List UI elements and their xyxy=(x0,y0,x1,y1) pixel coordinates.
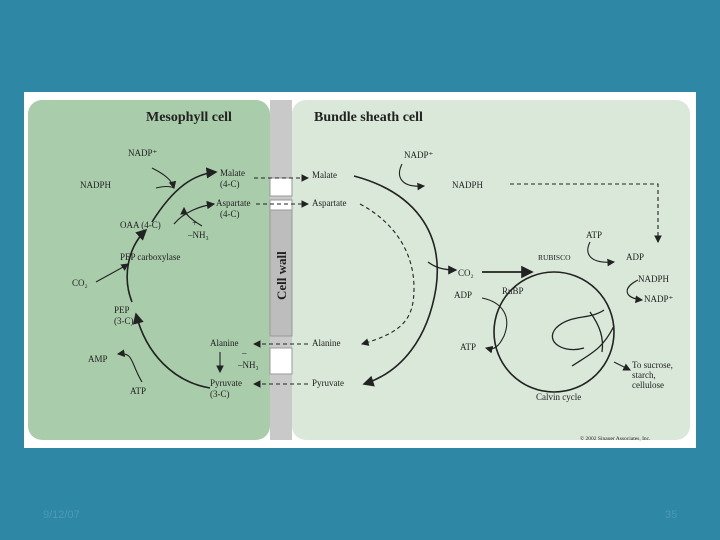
atp-adp-loop xyxy=(587,241,616,267)
nh3-minus-label: – xyxy=(241,348,247,358)
bs-malate-label: Malate xyxy=(312,170,337,180)
bs-adp-label: ADP xyxy=(454,290,472,300)
mesophyll-cycle-arc-top xyxy=(151,167,218,223)
calvin-nadp-plus-label: NADP⁺ xyxy=(644,294,674,304)
plasmodesma-1 xyxy=(269,177,293,197)
malate-carbon-label: (4-C) xyxy=(220,179,240,189)
bs-nadph-label: NADPH xyxy=(452,180,484,190)
atp-label: ATP xyxy=(130,386,146,396)
pyruvate-label: Pyruvate xyxy=(210,378,242,388)
bundle-sheath-cell-region xyxy=(292,100,690,440)
mesophyll-cycle-arc-bottom xyxy=(132,312,211,389)
bs-alanine-label: Alanine xyxy=(312,338,341,348)
bs-malate-decarboxylation-arc xyxy=(353,175,438,387)
rubisco-label: RUBISCO xyxy=(538,253,571,262)
slide-number: 35 xyxy=(665,509,678,521)
nh3-plus-label: + xyxy=(192,218,197,228)
to-sucrose-label: To sucrose, xyxy=(632,360,673,370)
bs-pyruvate-label: Pyruvate xyxy=(312,378,344,388)
cell-wall-label: Cell wall xyxy=(274,251,289,300)
calvin-nadph-label: NADPH xyxy=(638,274,670,284)
malate-label: Malate xyxy=(220,168,245,178)
bs-aspartate-dashed-path xyxy=(359,203,415,346)
copyright-label: © 2002 Sinauer Associates, Inc. xyxy=(580,435,651,442)
nh3-label: –NH₃ xyxy=(187,230,209,240)
calvin-atp-label: ATP xyxy=(586,230,602,240)
rubp-label: RuBP xyxy=(502,286,524,296)
cell-wall-block xyxy=(269,209,293,337)
pyruvate-carbon-label: (3-C) xyxy=(210,389,230,399)
bs-atp-label: ATP xyxy=(460,342,476,352)
pep-carbon-label: (3-C) xyxy=(114,316,134,326)
co2-loop xyxy=(95,263,129,283)
plasmodesma-2 xyxy=(269,199,293,211)
bundle-sheath-header: Bundle sheath cell xyxy=(314,110,423,125)
calvin-export-arrow xyxy=(613,361,631,371)
alanine-label: Alanine xyxy=(210,338,239,348)
mesophyll-header: Mesophyll cell xyxy=(146,110,232,125)
nadph-label: NADPH xyxy=(80,180,112,190)
bs-co2-release-arrow xyxy=(427,261,458,275)
bs-aspartate-label: Aspartate xyxy=(312,198,346,208)
aspartate-label: Aspartate xyxy=(216,198,250,208)
slide-date: 9/12/07 xyxy=(43,509,80,521)
pep-carboxylase-label: PEP carboxylase xyxy=(120,252,180,262)
plasmodesma-3 xyxy=(269,347,293,375)
calvin-adp-label: ADP xyxy=(626,252,644,262)
bs-co2-label: CO₂ xyxy=(458,268,474,278)
c4-pathway-figure: Mesophyll cell Bundle sheath cell Cell w… xyxy=(24,92,696,448)
nadp-plus-label: NADP⁺ xyxy=(128,148,158,158)
calvin-cycle-label: Calvin cycle xyxy=(536,392,581,402)
cellulose-label: cellulose xyxy=(632,380,664,390)
c4-pathway-diagram: Mesophyll cell Bundle sheath cell Cell w… xyxy=(28,100,690,442)
mesophyll-cycle-arc-left xyxy=(126,228,148,303)
bs-nadp-plus-label: NADP⁺ xyxy=(404,150,434,160)
starch-label: starch, xyxy=(632,370,656,380)
rubp-regeneration-loop xyxy=(481,297,508,354)
nadph-loop xyxy=(155,185,175,189)
co2-label: CO₂ xyxy=(72,278,88,288)
mesophyll-cell-region xyxy=(28,100,270,440)
nh3-b-label: –NH₃ xyxy=(237,360,259,370)
nadph-nadp-loop xyxy=(626,279,644,304)
oaa-to-aspartate-arrow xyxy=(173,200,216,225)
nh3-loop xyxy=(180,206,203,227)
bs-nadp-loop xyxy=(398,163,426,191)
amp-label: AMP xyxy=(88,354,108,364)
bs-nadph-dashed-route xyxy=(510,183,662,244)
nadp-loop xyxy=(151,167,177,190)
aspartate-carbon-label: (4-C) xyxy=(220,209,240,219)
calvin-internal-paths xyxy=(551,309,615,367)
oaa-label: OAA (4-C) xyxy=(120,220,161,230)
calvin-cycle-circle xyxy=(493,271,615,393)
pep-label: PEP xyxy=(114,305,130,315)
atp-amp-loop xyxy=(116,349,143,383)
